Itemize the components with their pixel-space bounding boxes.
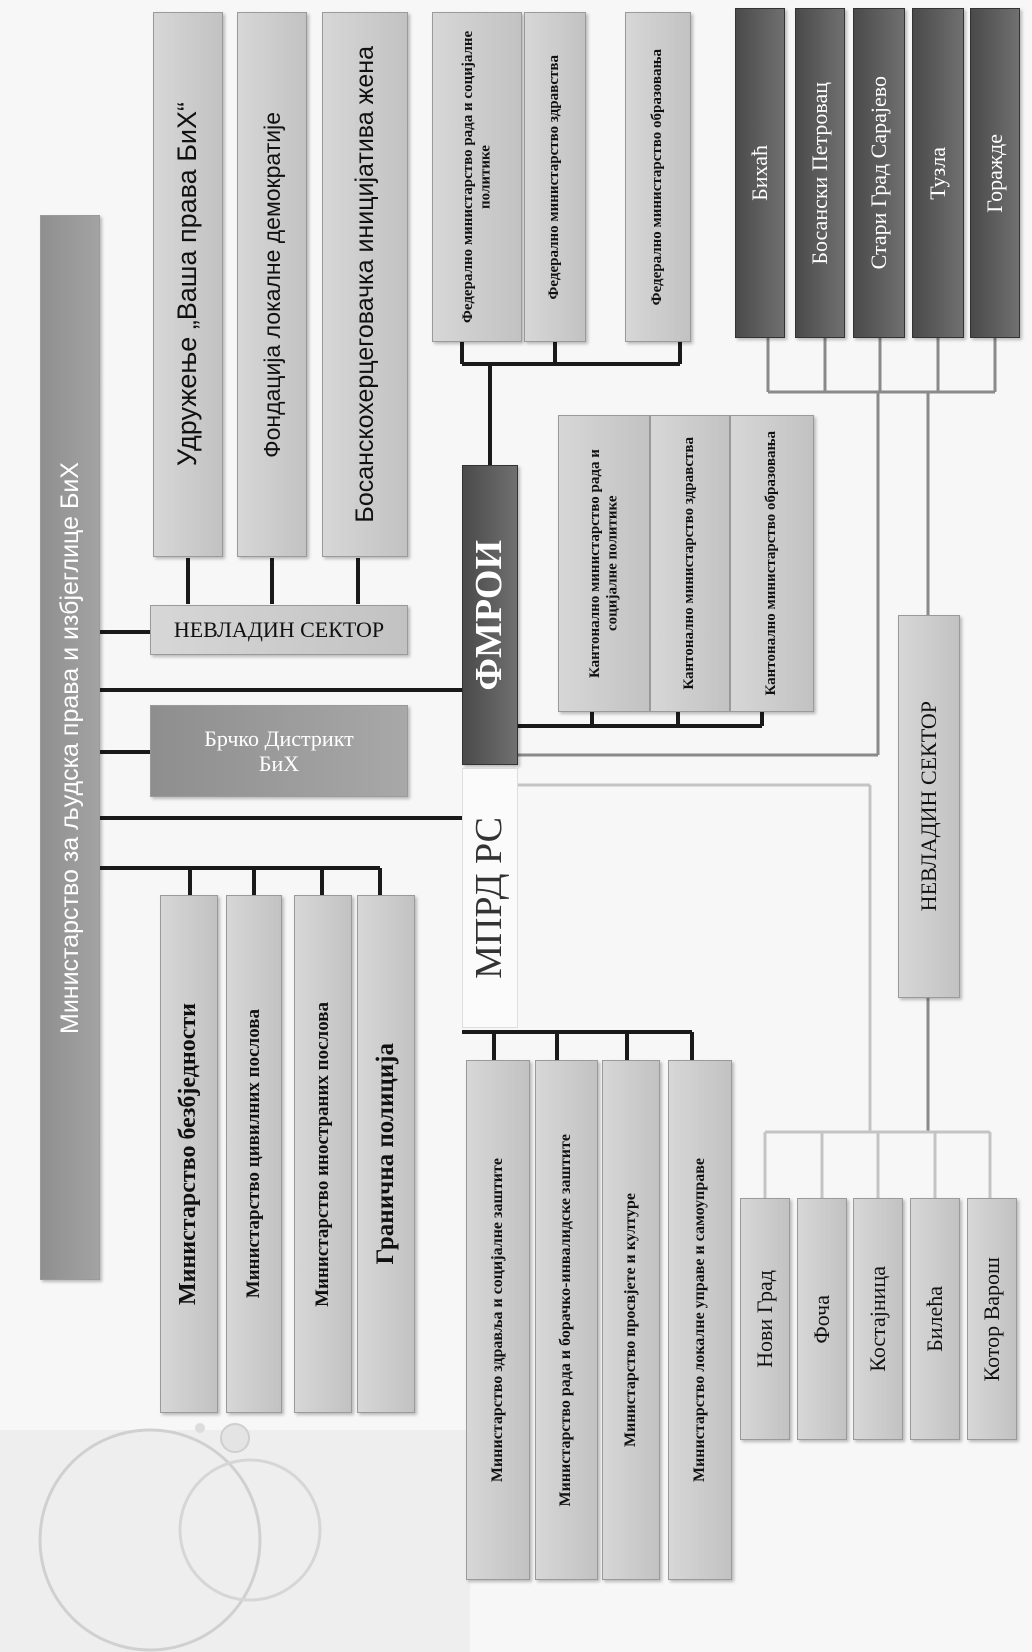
rs-ministry-health-social: Министарство здравља и социјалне заштите bbox=[466, 1060, 530, 1580]
ministry-security: Министарство безбједности bbox=[160, 895, 218, 1413]
fed-ministry-labour-social: Федерално министарство рада и социјалне … bbox=[432, 12, 522, 342]
rs-municipality-kostajnica: Костајница bbox=[853, 1198, 903, 1440]
fmroi-box: ФМРОИ bbox=[462, 465, 518, 765]
ministry-human-rights-refugees-bar: Министарство за људска права и избјеглиц… bbox=[40, 215, 100, 1280]
cantonal-ministry-health: Кантонално министарство здравства bbox=[650, 415, 730, 712]
rs-municipality-foca: Фоча bbox=[797, 1198, 847, 1440]
cantonal-ministry-education: Кантонално министарство образовања bbox=[730, 415, 814, 712]
fed-ministry-health: Федерално министарство здравства bbox=[524, 12, 586, 342]
fed-ministry-education: Федерално министарство образовања bbox=[625, 12, 691, 342]
rs-municipality-bileca: Билећа bbox=[910, 1198, 960, 1440]
fed-municipality-gorazde: Горажде bbox=[970, 8, 1020, 338]
rs-ministry-education-culture: Министарство просвјете и културе bbox=[602, 1060, 660, 1580]
rs-ministry-labour-veterans: Министарство рада и борачко-инвалидске з… bbox=[535, 1060, 598, 1580]
rs-ministry-local-self-government: Министарство локалне управе и самоуправе bbox=[668, 1060, 732, 1580]
cantonal-ministry-labour-social: Кантонално министарство рада и социјалне… bbox=[558, 415, 650, 712]
ngo-local-democracy-foundation: Фондација локалне демократије bbox=[237, 12, 307, 557]
rs-municipality-novi-grad: Нови Град bbox=[740, 1198, 790, 1440]
fed-municipality-tuzla: Тузла bbox=[912, 8, 964, 338]
ngo-your-rights-bih: Удружење „Ваша права БиХ“ bbox=[153, 12, 223, 557]
ngo-sector-right: НЕВЛАДИН СЕКТОР bbox=[898, 615, 960, 998]
border-police: Гранична полиција bbox=[357, 895, 415, 1413]
ministry-civil-affairs: Министарство цивилних послова bbox=[226, 895, 282, 1413]
brcko-district-box: Брчко Дистрикт БиХ bbox=[150, 705, 408, 797]
ngo-sector-left: НЕВЛАДИН СЕКТОР bbox=[150, 605, 408, 655]
fed-municipality-bosanski-petrovac: Босански Петровац bbox=[795, 8, 845, 338]
ngo-bh-womens-initiative: Босанскохерцеговачка иницијатива жена bbox=[322, 12, 408, 557]
mprd-rs-box: МПРД РС bbox=[462, 768, 518, 1028]
fed-municipality-stari-grad-sarajevo: Стари Град Сарајево bbox=[853, 8, 905, 338]
ministry-foreign-affairs: Министарство иностраних послова bbox=[294, 895, 352, 1413]
rs-municipality-kotor-varos: Котор Варош bbox=[967, 1198, 1017, 1440]
ministry-human-rights-refugees-label: Министарство за људска права и избјеглиц… bbox=[55, 461, 84, 1034]
decorative-circles-watermark bbox=[0, 1423, 470, 1652]
fed-municipality-bihac: Бихаћ bbox=[735, 8, 785, 338]
